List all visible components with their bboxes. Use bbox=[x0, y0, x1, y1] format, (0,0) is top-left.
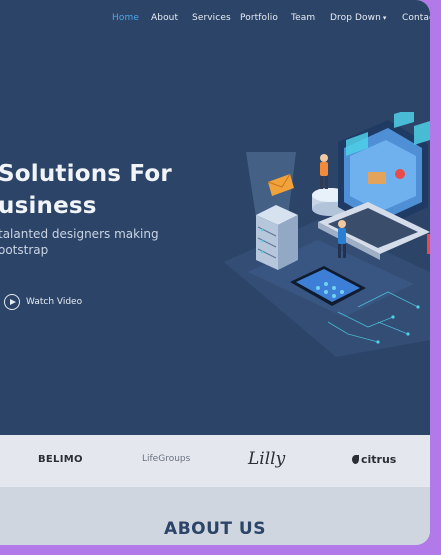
about-section: ABOUT US bbox=[0, 487, 430, 545]
nav-item-portfolio[interactable]: Portfolio bbox=[240, 13, 278, 23]
hero-headline-line-1: Solutions For bbox=[0, 161, 172, 187]
client-logo-citrus-text: citrus bbox=[361, 453, 397, 466]
chevron-down-icon: ▾ bbox=[382, 14, 387, 22]
hero-subtitle-line-2: ootstrap bbox=[0, 243, 49, 257]
nav-item-contact[interactable]: Contac bbox=[402, 13, 430, 23]
circuit-lines bbox=[327, 291, 419, 343]
about-title: ABOUT US bbox=[164, 519, 266, 539]
keyboard-icon bbox=[318, 202, 430, 260]
top-navigation: Home About Services Portfolio Team Drop … bbox=[0, 13, 430, 27]
client-logo-citrus: citrus bbox=[352, 453, 396, 466]
nav-item-team[interactable]: Team bbox=[291, 13, 316, 23]
accent-bar bbox=[427, 234, 430, 254]
hero-section: Home About Services Portfolio Team Drop … bbox=[0, 0, 430, 435]
client-logo-belimo: BELIMO bbox=[38, 454, 83, 465]
smartphone-icon bbox=[290, 266, 366, 306]
nav-item-home[interactable]: Home bbox=[112, 13, 139, 23]
hero-headline-line-2: usiness bbox=[0, 193, 97, 219]
envelope-icon bbox=[267, 173, 294, 196]
clients-logo-strip: BELIMO LifeGroups Lilly citrus bbox=[0, 435, 430, 487]
nav-item-dropdown[interactable]: Drop Down▾ bbox=[330, 13, 387, 23]
server-stack-icon bbox=[256, 205, 298, 270]
citrus-mark-icon bbox=[352, 455, 359, 464]
nav-dropdown-label: Drop Down bbox=[330, 13, 381, 23]
floating-panels bbox=[346, 112, 430, 156]
nav-item-services[interactable]: Services bbox=[192, 13, 231, 23]
person-figure-blue bbox=[338, 220, 346, 258]
nav-item-about[interactable]: About bbox=[151, 13, 179, 23]
client-logo-lifegroups: LifeGroups bbox=[142, 454, 191, 464]
hero-illustration bbox=[224, 112, 430, 357]
watch-video-label: Watch Video bbox=[26, 297, 83, 307]
client-logo-lilly: Lilly bbox=[248, 449, 286, 469]
hero-subtitle-line-1: talanted designers making bbox=[0, 227, 159, 241]
play-icon bbox=[4, 294, 20, 310]
web-page: Home About Services Portfolio Team Drop … bbox=[0, 0, 430, 545]
person-figure bbox=[320, 154, 328, 189]
watch-video-button[interactable]: Watch Video bbox=[4, 292, 82, 312]
